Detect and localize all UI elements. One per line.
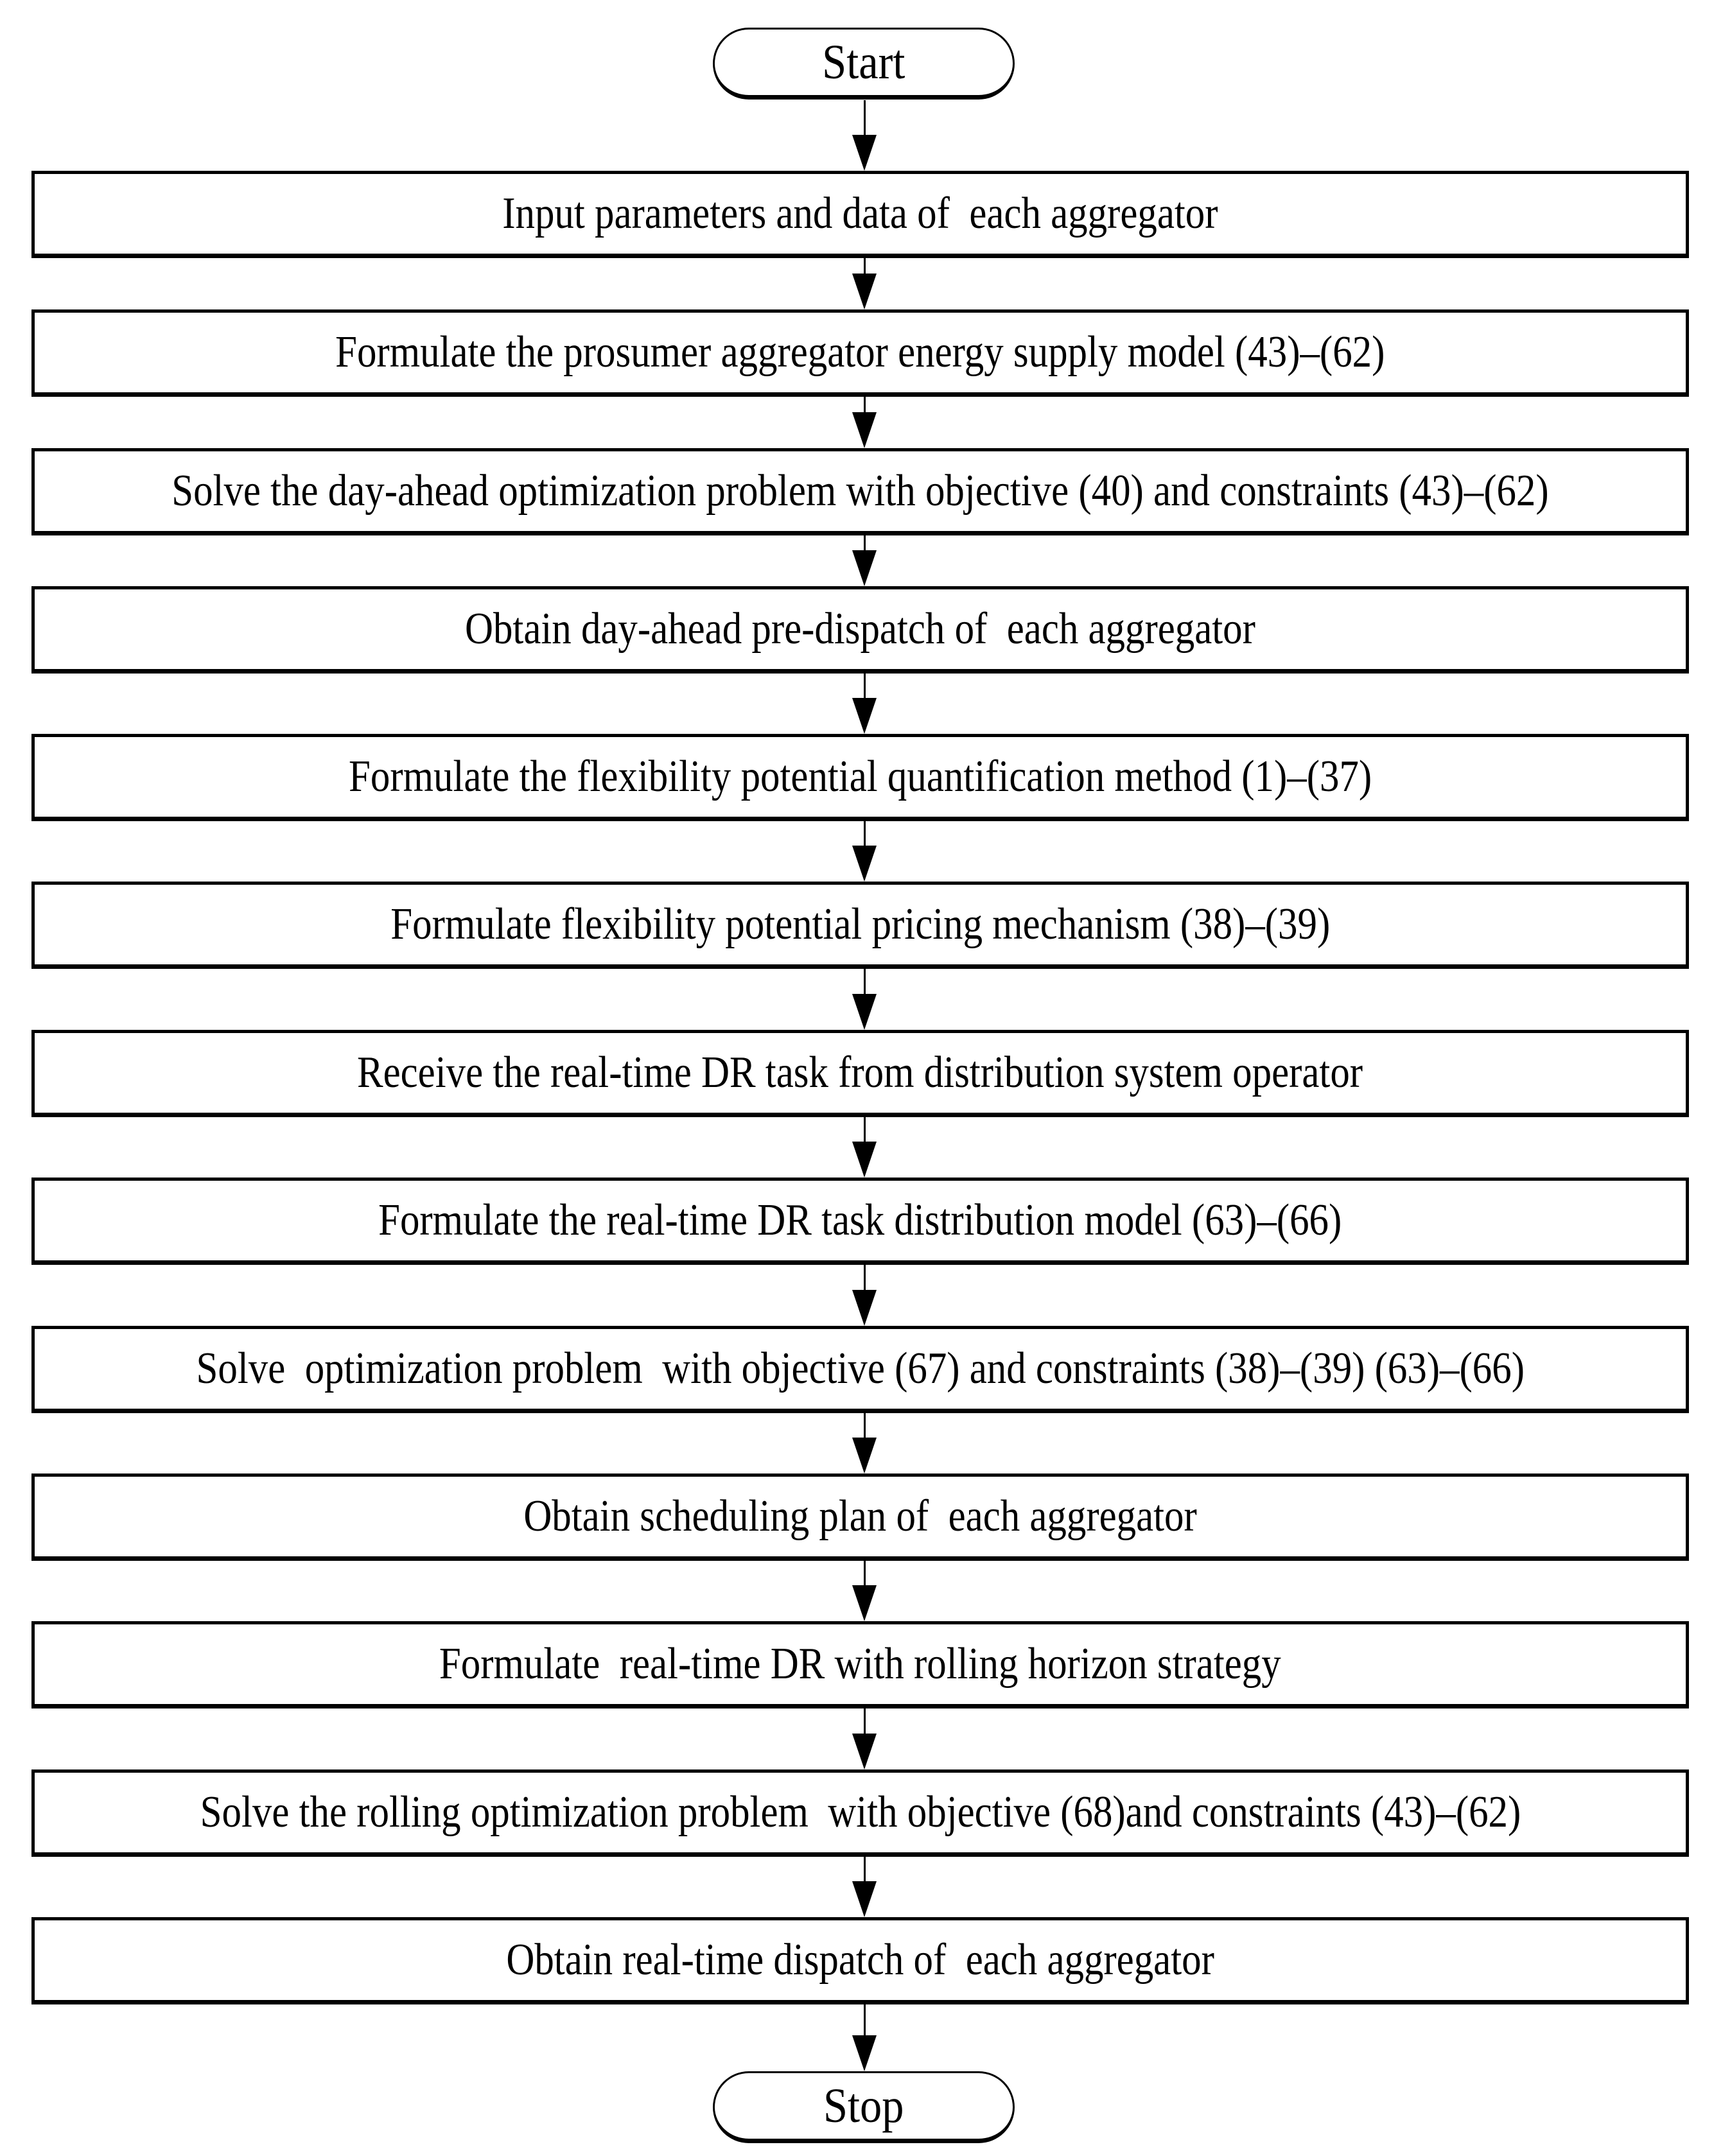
arrow-shaft [863, 397, 866, 412]
arrow-head-icon [852, 412, 877, 448]
arrow-shaft [863, 969, 866, 994]
step-label: Formulate the prosumer aggregator energy… [335, 327, 1385, 377]
arrow-head-icon [852, 1734, 877, 1769]
arrow-head-icon [852, 1142, 877, 1178]
step-box-task-distribution-model: Formulate the real-time DR task distribu… [31, 1178, 1689, 1265]
step-box-flexibility-quantification: Formulate the flexibility potential quan… [31, 734, 1689, 821]
arrow-shaft [863, 674, 866, 698]
step-box-rolling-horizon: Formulate real-time DR with rolling hori… [31, 1621, 1689, 1708]
step-label: Formulate flexibility potential pricing … [390, 900, 1330, 949]
step-label: Obtain day-ahead pre-dispatch of each ag… [465, 604, 1255, 654]
step-label: Obtain scheduling plan of each aggregato… [523, 1491, 1197, 1541]
arrow-head-icon [852, 1585, 877, 1621]
arrow-head-icon [852, 698, 877, 734]
stop-label: Stop [823, 2079, 904, 2133]
step-label: Formulate the real-time DR task distribu… [378, 1195, 1342, 1245]
step-label: Receive the real-time DR task from distr… [357, 1048, 1363, 1097]
arrow-shaft [863, 1117, 866, 1142]
arrow-shaft [863, 1413, 866, 1438]
step-label: Solve the day-ahead optimization problem… [171, 466, 1549, 516]
start-label: Start [822, 35, 905, 89]
step-box-receive-dr-task: Receive the real-time DR task from distr… [31, 1030, 1689, 1117]
arrow-connector [852, 674, 877, 734]
arrow-shaft [863, 258, 866, 274]
step-box-formulate-supply-model: Formulate the prosumer aggregator energy… [31, 309, 1689, 397]
arrow-shaft [863, 1265, 866, 1290]
arrow-head-icon [852, 994, 877, 1030]
arrow-shaft [863, 535, 866, 550]
arrow-shaft [863, 100, 866, 135]
arrow-shaft [863, 2004, 866, 2035]
arrow-connector [852, 397, 877, 448]
arrow-head-icon [852, 1881, 877, 1917]
step-box-solve-optimization: Solve optimization problem with objectiv… [31, 1326, 1689, 1413]
arrow-connector [852, 1413, 877, 1474]
arrow-connector [852, 2004, 877, 2071]
arrow-connector [852, 100, 877, 171]
stop-terminal: Stop [713, 2071, 1015, 2143]
arrow-shaft [863, 1857, 866, 1881]
arrow-shaft [863, 1708, 866, 1734]
arrow-connector [852, 1708, 877, 1769]
arrow-connector [852, 1561, 877, 1621]
arrow-connector [852, 1857, 877, 1917]
arrow-head-icon [852, 846, 877, 882]
arrow-connector [852, 535, 877, 586]
arrow-connector [852, 969, 877, 1030]
arrow-head-icon [852, 135, 877, 171]
step-box-pricing-mechanism: Formulate flexibility potential pricing … [31, 882, 1689, 969]
step-label: Solve optimization problem with objectiv… [196, 1344, 1525, 1393]
step-box-obtain-scheduling-plan: Obtain scheduling plan of each aggregato… [31, 1474, 1689, 1561]
step-box-obtain-pre-dispatch: Obtain day-ahead pre-dispatch of each ag… [31, 586, 1689, 674]
arrow-head-icon [852, 550, 877, 586]
arrow-head-icon [852, 1438, 877, 1474]
arrow-connector [852, 258, 877, 309]
step-box-solve-rolling-optimization: Solve the rolling optimization problem w… [31, 1769, 1689, 1857]
step-label: Formulate real-time DR with rolling hori… [439, 1639, 1281, 1689]
arrow-connector [852, 1265, 877, 1326]
step-box-obtain-real-time-dispatch: Obtain real-time dispatch of each aggreg… [31, 1917, 1689, 2004]
step-label: Input parameters and data of each aggreg… [502, 189, 1218, 238]
arrow-connector [852, 1117, 877, 1178]
step-box-input-parameters: Input parameters and data of each aggreg… [31, 171, 1689, 258]
step-label: Obtain real-time dispatch of each aggreg… [506, 1935, 1214, 1985]
step-label: Solve the rolling optimization problem w… [200, 1787, 1521, 1837]
step-box-solve-day-ahead: Solve the day-ahead optimization problem… [31, 448, 1689, 535]
start-terminal: Start [713, 28, 1015, 100]
arrow-head-icon [852, 274, 877, 309]
step-label: Formulate the flexibility potential quan… [348, 752, 1372, 801]
arrow-connector [852, 821, 877, 882]
arrow-head-icon [852, 2035, 877, 2071]
arrow-head-icon [852, 1290, 877, 1326]
arrow-shaft [863, 821, 866, 846]
arrow-shaft [863, 1561, 866, 1585]
